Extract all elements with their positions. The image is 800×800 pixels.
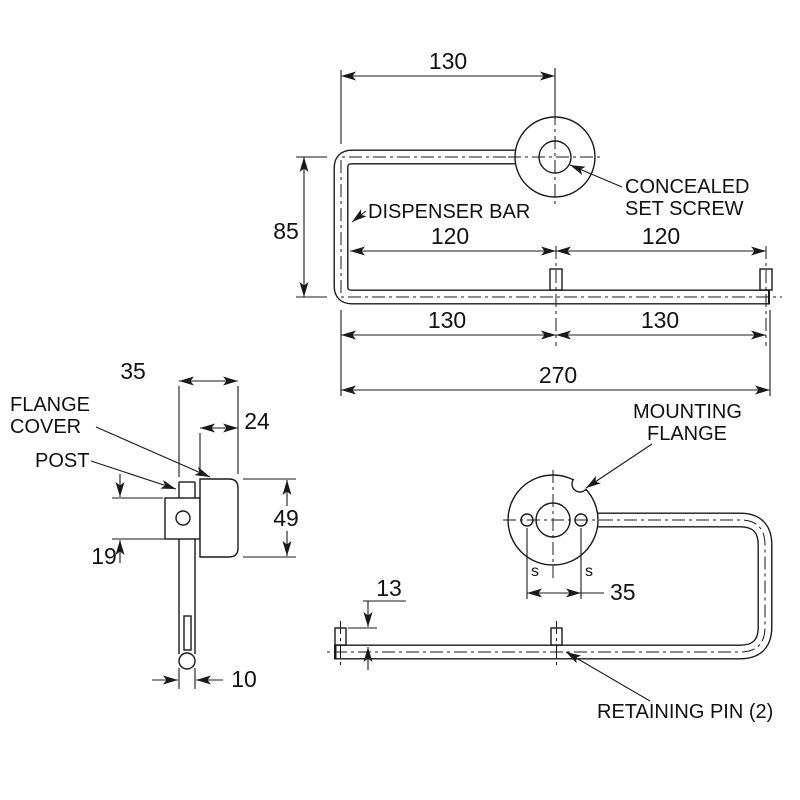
dim-85: 85 bbox=[273, 156, 327, 298]
flange-cover-label: FLANGE COVER bbox=[10, 394, 211, 478]
dim-10-value: 10 bbox=[231, 666, 257, 692]
s-mark-right: s bbox=[585, 563, 593, 580]
post-label: POST bbox=[35, 450, 177, 490]
dim-130-lower-right: 130 bbox=[556, 307, 766, 340]
dim-24: 24 bbox=[199, 408, 270, 476]
pin-slot bbox=[183, 615, 192, 651]
leader-line bbox=[90, 460, 177, 490]
dim-24-value: 24 bbox=[244, 408, 270, 434]
concealed-text-line1: CONCEALED bbox=[625, 176, 749, 198]
mounting-flange-label: MOUNTING FLANGE bbox=[585, 401, 742, 489]
block-hole bbox=[175, 510, 191, 526]
flange-cover-text-line2: COVER bbox=[10, 416, 81, 438]
dim-130-lower-left-value: 130 bbox=[428, 307, 466, 333]
mounting-flange-text-line1: MOUNTING bbox=[633, 401, 742, 423]
bar-centerline bbox=[340, 156, 782, 298]
retaining-pins-top bbox=[549, 246, 773, 346]
dim-13: 13 bbox=[348, 575, 406, 670]
mounting-flange-front bbox=[503, 470, 608, 578]
dim-130-top: 130 bbox=[340, 48, 556, 144]
dim-35-front: s s 35 bbox=[526, 528, 636, 605]
dim-120-right-value: 120 bbox=[642, 223, 680, 249]
dim-120-left-value: 120 bbox=[431, 223, 469, 249]
concealed-set-screw-label: CONCEALED SET SCREW bbox=[569, 164, 749, 220]
dim-49-value: 49 bbox=[273, 505, 299, 531]
bar-centerline bbox=[327, 519, 766, 653]
dim-85-value: 85 bbox=[273, 218, 299, 244]
leader-line bbox=[95, 426, 211, 478]
mounting-flange-top bbox=[508, 112, 602, 204]
dim-35-side-value: 35 bbox=[120, 358, 146, 384]
dispenser-bar-text: DISPENSER BAR bbox=[368, 201, 530, 223]
dim-49: 49 bbox=[243, 478, 299, 558]
dim-130-lower-right-value: 130 bbox=[641, 307, 679, 333]
dim-120-right: 120 bbox=[556, 223, 766, 256]
leader-line bbox=[569, 164, 623, 188]
dim-130-lower-left: 130 bbox=[341, 307, 556, 340]
dim-120-left: 120 bbox=[350, 223, 556, 256]
dim-19: 19 bbox=[91, 474, 176, 569]
front-view: s s 35 13 MOUNTING FLANGE RETAINING PIN … bbox=[327, 401, 773, 723]
dim-19-value: 19 bbox=[91, 543, 117, 569]
dispenser-bar-label: DISPENSER BAR bbox=[351, 201, 530, 223]
concealed-text-line2: SET SCREW bbox=[625, 198, 744, 220]
flange-cover-shape bbox=[199, 478, 239, 558]
post-end-circle bbox=[178, 652, 196, 670]
s-mark-left: s bbox=[531, 563, 539, 580]
dispenser-bar-top bbox=[333, 149, 782, 305]
retaining-pin-label: RETAINING PIN (2) bbox=[565, 651, 773, 723]
dim-270: 270 bbox=[340, 310, 771, 396]
dim-35-side: 35 bbox=[120, 358, 239, 477]
flange-cover-text-line1: FLANGE bbox=[10, 394, 90, 416]
dim-130-top-value: 130 bbox=[429, 48, 467, 74]
post-text: POST bbox=[35, 450, 89, 472]
dim-13-value: 13 bbox=[376, 575, 402, 601]
mounting-flange-text-line2: FLANGE bbox=[647, 423, 727, 445]
dim-35-front-value: 35 bbox=[610, 579, 636, 605]
retaining-pin-text: RETAINING PIN (2) bbox=[597, 701, 773, 723]
side-view: 35 24 49 19 10 bbox=[10, 358, 299, 692]
dim-270-value: 270 bbox=[539, 362, 577, 388]
retaining-pins-front bbox=[334, 621, 563, 668]
post-assembly bbox=[164, 478, 239, 670]
dispenser-bar-front bbox=[327, 512, 773, 660]
leader-line bbox=[585, 443, 653, 489]
top-view: 130 85 120 120 130 130 270 bbox=[273, 48, 782, 396]
leader-line bbox=[565, 651, 651, 702]
leader-line bbox=[351, 209, 367, 223]
dim-10: 10 bbox=[152, 666, 257, 692]
